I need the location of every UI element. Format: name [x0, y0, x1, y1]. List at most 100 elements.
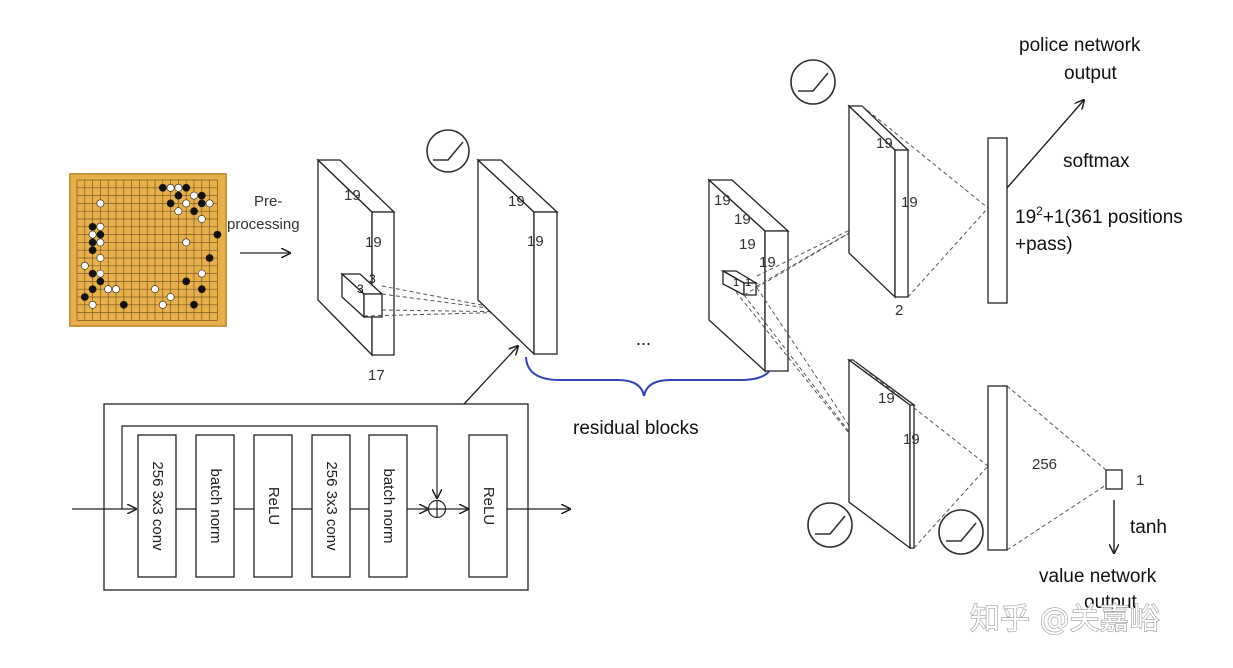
- white-stone: [151, 285, 159, 294]
- policy-dim-a: 19: [876, 135, 893, 152]
- layer-relu-out: [468, 434, 508, 578]
- value-fc-layer: [987, 385, 1008, 551]
- policy-size-base: 19: [1015, 207, 1036, 228]
- policy-size-rest: +1(361 positions: [1043, 207, 1183, 228]
- residual-brace: [525, 356, 773, 397]
- layer-conv1: [137, 434, 177, 578]
- kernel-dim-a: 3: [357, 282, 364, 296]
- relu-activation-icon-value-fc: [938, 509, 984, 555]
- black-stone: [197, 191, 206, 200]
- black-stone: [88, 222, 97, 231]
- value-hidden-size: 256: [1032, 456, 1057, 473]
- policy-head-volume: [847, 104, 910, 299]
- value-dim-a: 19: [878, 390, 895, 407]
- conv-dim-b: 19: [527, 233, 544, 250]
- black-stone: [88, 269, 97, 278]
- preprocessing-label-line2: processing: [227, 216, 300, 233]
- white-stone: [96, 238, 105, 247]
- black-stone: [88, 238, 97, 247]
- conv-volume: [476, 158, 559, 356]
- black-stone: [197, 285, 206, 294]
- black-stone: [213, 230, 222, 239]
- policy-dim-b: 19: [901, 194, 918, 211]
- white-stone: [96, 254, 105, 262]
- black-stone: [190, 207, 198, 216]
- black-stone: [182, 183, 191, 192]
- softmax-label: softmax: [1063, 151, 1130, 172]
- layer-conv2-label: 256 3x3 conv: [323, 461, 340, 551]
- white-stone: [96, 199, 105, 208]
- black-stone: [205, 254, 214, 262]
- black-stone: [96, 277, 105, 286]
- ellipsis: ...: [636, 329, 651, 349]
- white-stone: [197, 215, 206, 223]
- last-residual-volume: [707, 178, 790, 373]
- value-head-volume: [847, 358, 916, 550]
- black-stone: [197, 199, 206, 208]
- input-dim-a: 19: [344, 187, 361, 204]
- black-stone: [182, 277, 191, 286]
- go-board-image: [69, 173, 227, 327]
- white-stone: [182, 238, 191, 247]
- input-dim-c: 17: [368, 367, 385, 384]
- black-stone: [88, 246, 97, 255]
- white-stone: [80, 261, 89, 270]
- layer-conv2: [311, 434, 351, 578]
- value-output-size: 1: [1136, 472, 1144, 489]
- value-fc-lines: [852, 359, 1107, 551]
- policy-output-title-line1: police network: [1019, 35, 1141, 56]
- conv-dim-a: 19: [508, 193, 525, 210]
- white-stone: [197, 269, 206, 278]
- value-dim-b: 19: [903, 431, 920, 448]
- value-output-node: [1105, 469, 1123, 490]
- layer-relu1-label: ReLU: [265, 487, 282, 525]
- preprocessing-label-line1: Pre-: [254, 193, 282, 210]
- white-stone: [96, 222, 105, 231]
- black-stone: [158, 183, 167, 192]
- layer-batchnorm1: [195, 434, 235, 578]
- white-stone: [158, 300, 167, 309]
- policy-size-sup: 2: [1036, 204, 1043, 218]
- white-stone: [166, 293, 175, 301]
- last-dim-c: 19: [739, 236, 756, 253]
- relu-activation-icon-value: [807, 502, 853, 548]
- layer-batchnorm2: [368, 434, 408, 578]
- tanh-label: tanh: [1130, 517, 1167, 538]
- policy-fc-lines: [861, 105, 989, 298]
- residual-blocks-label: residual blocks: [573, 418, 699, 439]
- watermark: 知乎 @关嘉峪: [970, 602, 1160, 637]
- value-output-title-line1: value network: [1039, 566, 1157, 587]
- last-kernel-b: 1: [745, 277, 751, 289]
- policy-depth: 2: [895, 302, 903, 319]
- block-to-volume-arrow: [463, 346, 518, 405]
- white-stone: [96, 269, 105, 278]
- relu-activation-icon: [426, 129, 470, 173]
- policy-fc-layer: [987, 137, 1008, 304]
- value-output-title-line2: output: [1084, 592, 1138, 613]
- black-stone: [174, 191, 183, 200]
- input-volume: [316, 158, 396, 357]
- last-dim-d: 19: [759, 254, 776, 271]
- white-stone: [174, 183, 183, 192]
- white-stone: [88, 230, 97, 239]
- last-kernel-a: 1: [733, 277, 739, 289]
- black-stone: [96, 230, 105, 239]
- white-stone: [190, 191, 198, 200]
- policy-output-size-line2: +pass): [1015, 234, 1073, 255]
- black-stone: [80, 293, 89, 301]
- kernel-dim-b: 3: [369, 272, 376, 286]
- black-stone: [119, 300, 128, 309]
- policy-output-title-line2: output: [1064, 63, 1118, 84]
- white-stone: [205, 199, 214, 208]
- layer-relu-out-label: ReLU: [480, 487, 497, 525]
- white-stone: [104, 285, 113, 294]
- white-stone: [166, 183, 175, 192]
- white-stone: [182, 199, 191, 208]
- black-stone: [88, 285, 97, 294]
- residual-block-detail: 256 3x3 conv batch norm ReLU 256 3x3 con…: [72, 403, 570, 591]
- layer-batchnorm2-label: batch norm: [380, 468, 397, 543]
- white-stone: [88, 300, 97, 309]
- policy-output-size-line1: 192+1(361 positions: [1015, 204, 1183, 228]
- black-stone: [190, 300, 198, 309]
